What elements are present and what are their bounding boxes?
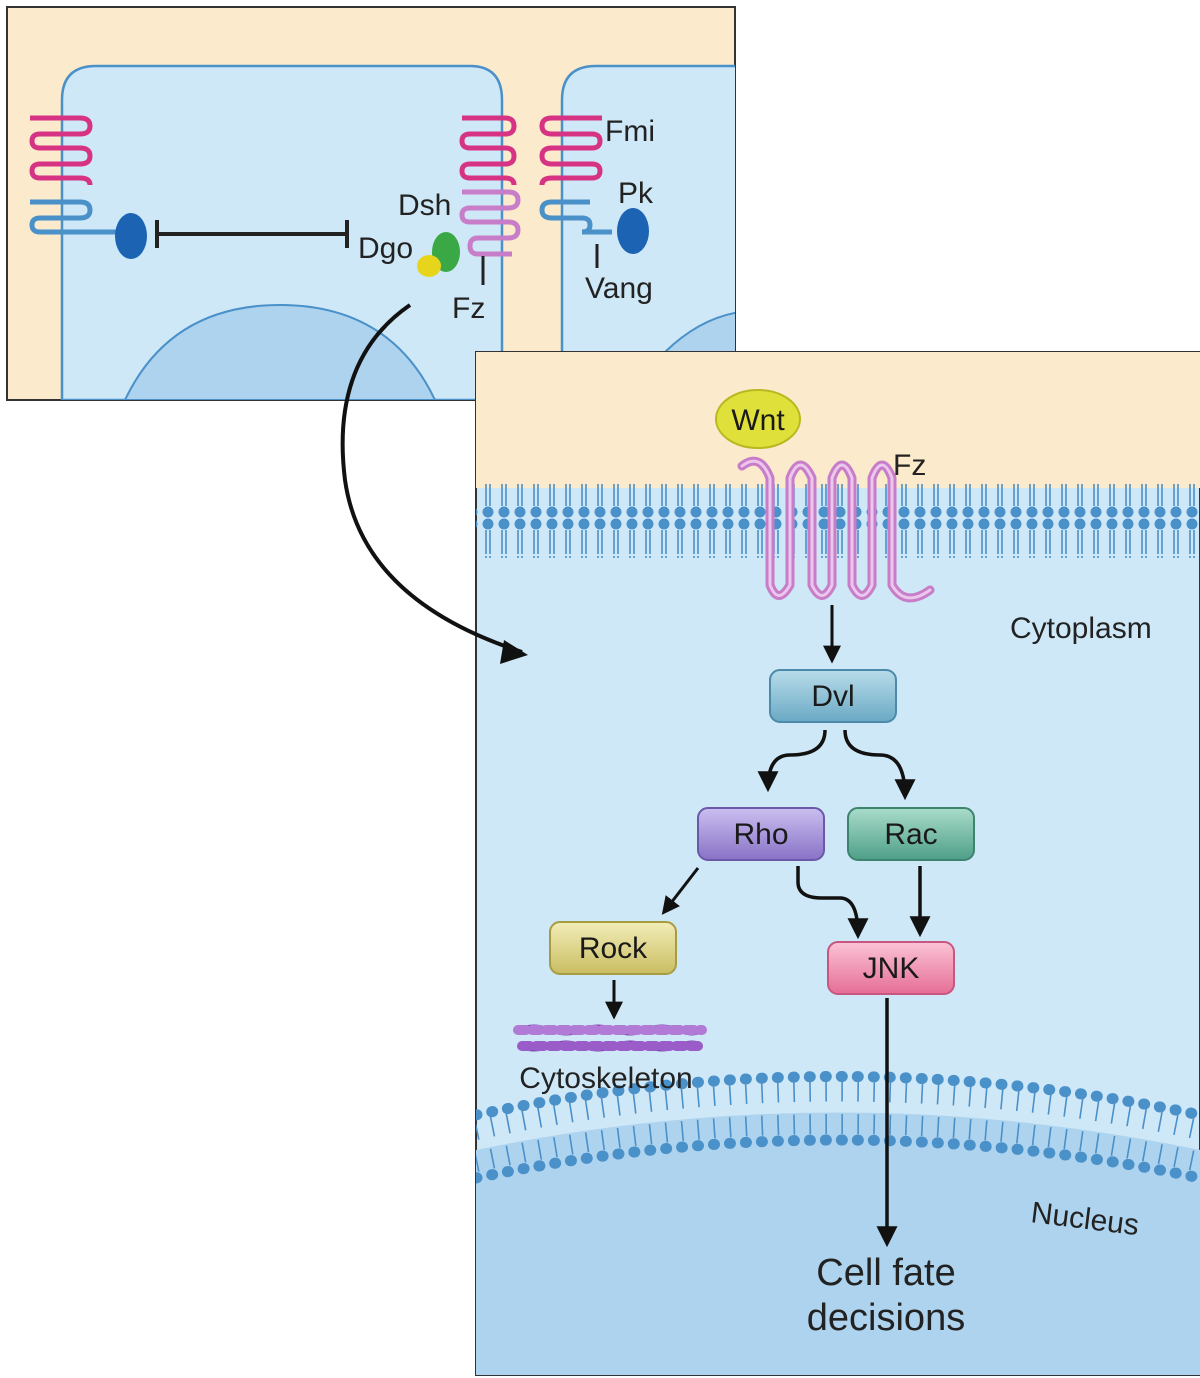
- right-nucleus: [662, 311, 735, 353]
- fmi-junction-left: [459, 115, 517, 186]
- nuclear-membrane-outer: [476, 1071, 1200, 1121]
- rac-label: Rac: [884, 818, 937, 851]
- dsh-label: Dsh: [398, 189, 451, 222]
- fz-top-label: Fz: [452, 292, 485, 325]
- rac-node: Rac: [847, 807, 975, 861]
- vang-label: Vang: [585, 272, 653, 305]
- nuclear-membrane-inner: [476, 1134, 1200, 1184]
- cytoskeleton-filament: [513, 1024, 707, 1052]
- top-panel: Fmi Pk Dsh Dgo Fz Vang: [6, 6, 736, 401]
- cytoskeleton-label: Cytoskeleton: [519, 1062, 692, 1095]
- arrow-rho-to-rock: [661, 867, 700, 915]
- plasma-membrane: [476, 484, 1200, 558]
- dvl-label: Dvl: [811, 680, 854, 713]
- detail-panel: Wnt Fz Cytoplasm Dvl Rho Rac Rock: [475, 351, 1200, 1376]
- jnk-label: JNK: [863, 952, 920, 985]
- dgo-label: Dgo: [358, 232, 413, 265]
- rho-node: Rho: [697, 807, 825, 861]
- rock-label: Rock: [579, 932, 648, 965]
- rho-label: Rho: [733, 818, 788, 851]
- pk-left: [115, 213, 147, 259]
- nuclear-membrane-tails-a: [476, 1081, 1200, 1140]
- zoom-arrow: [340, 303, 523, 654]
- outcome-line1: Cell fate: [816, 1252, 955, 1294]
- cytoplasm-label: Cytoplasm: [1010, 612, 1152, 645]
- pk-label: Pk: [618, 177, 654, 210]
- dvl-node: Dvl: [769, 669, 897, 723]
- wnt-ligand: [715, 389, 801, 449]
- nucleus-region: [476, 1112, 1200, 1375]
- arrow-dvl-to-rac: [843, 729, 916, 801]
- fmi-right: [539, 115, 603, 186]
- zoom-arrowhead: [500, 640, 528, 664]
- fz-junction: [459, 189, 521, 257]
- outcome-line2: decisions: [807, 1297, 965, 1339]
- jnk-node: JNK: [827, 941, 955, 995]
- arrow-dvl-to-rho: [757, 729, 827, 793]
- pk-right: [617, 208, 649, 254]
- fz-label: Fz: [893, 449, 926, 482]
- arrow-rho-to-jnk: [796, 866, 869, 940]
- wnt-label: Wnt: [731, 404, 785, 437]
- left-nucleus: [123, 303, 437, 400]
- dgo-protein: [417, 255, 441, 277]
- vang-left: [29, 199, 118, 235]
- fmi-label: Fmi: [605, 115, 655, 148]
- fmi-left: [29, 115, 93, 186]
- rock-node: Rock: [549, 921, 677, 975]
- vang-right: [539, 199, 612, 235]
- nuclear-membrane-tails-b: [476, 1114, 1200, 1172]
